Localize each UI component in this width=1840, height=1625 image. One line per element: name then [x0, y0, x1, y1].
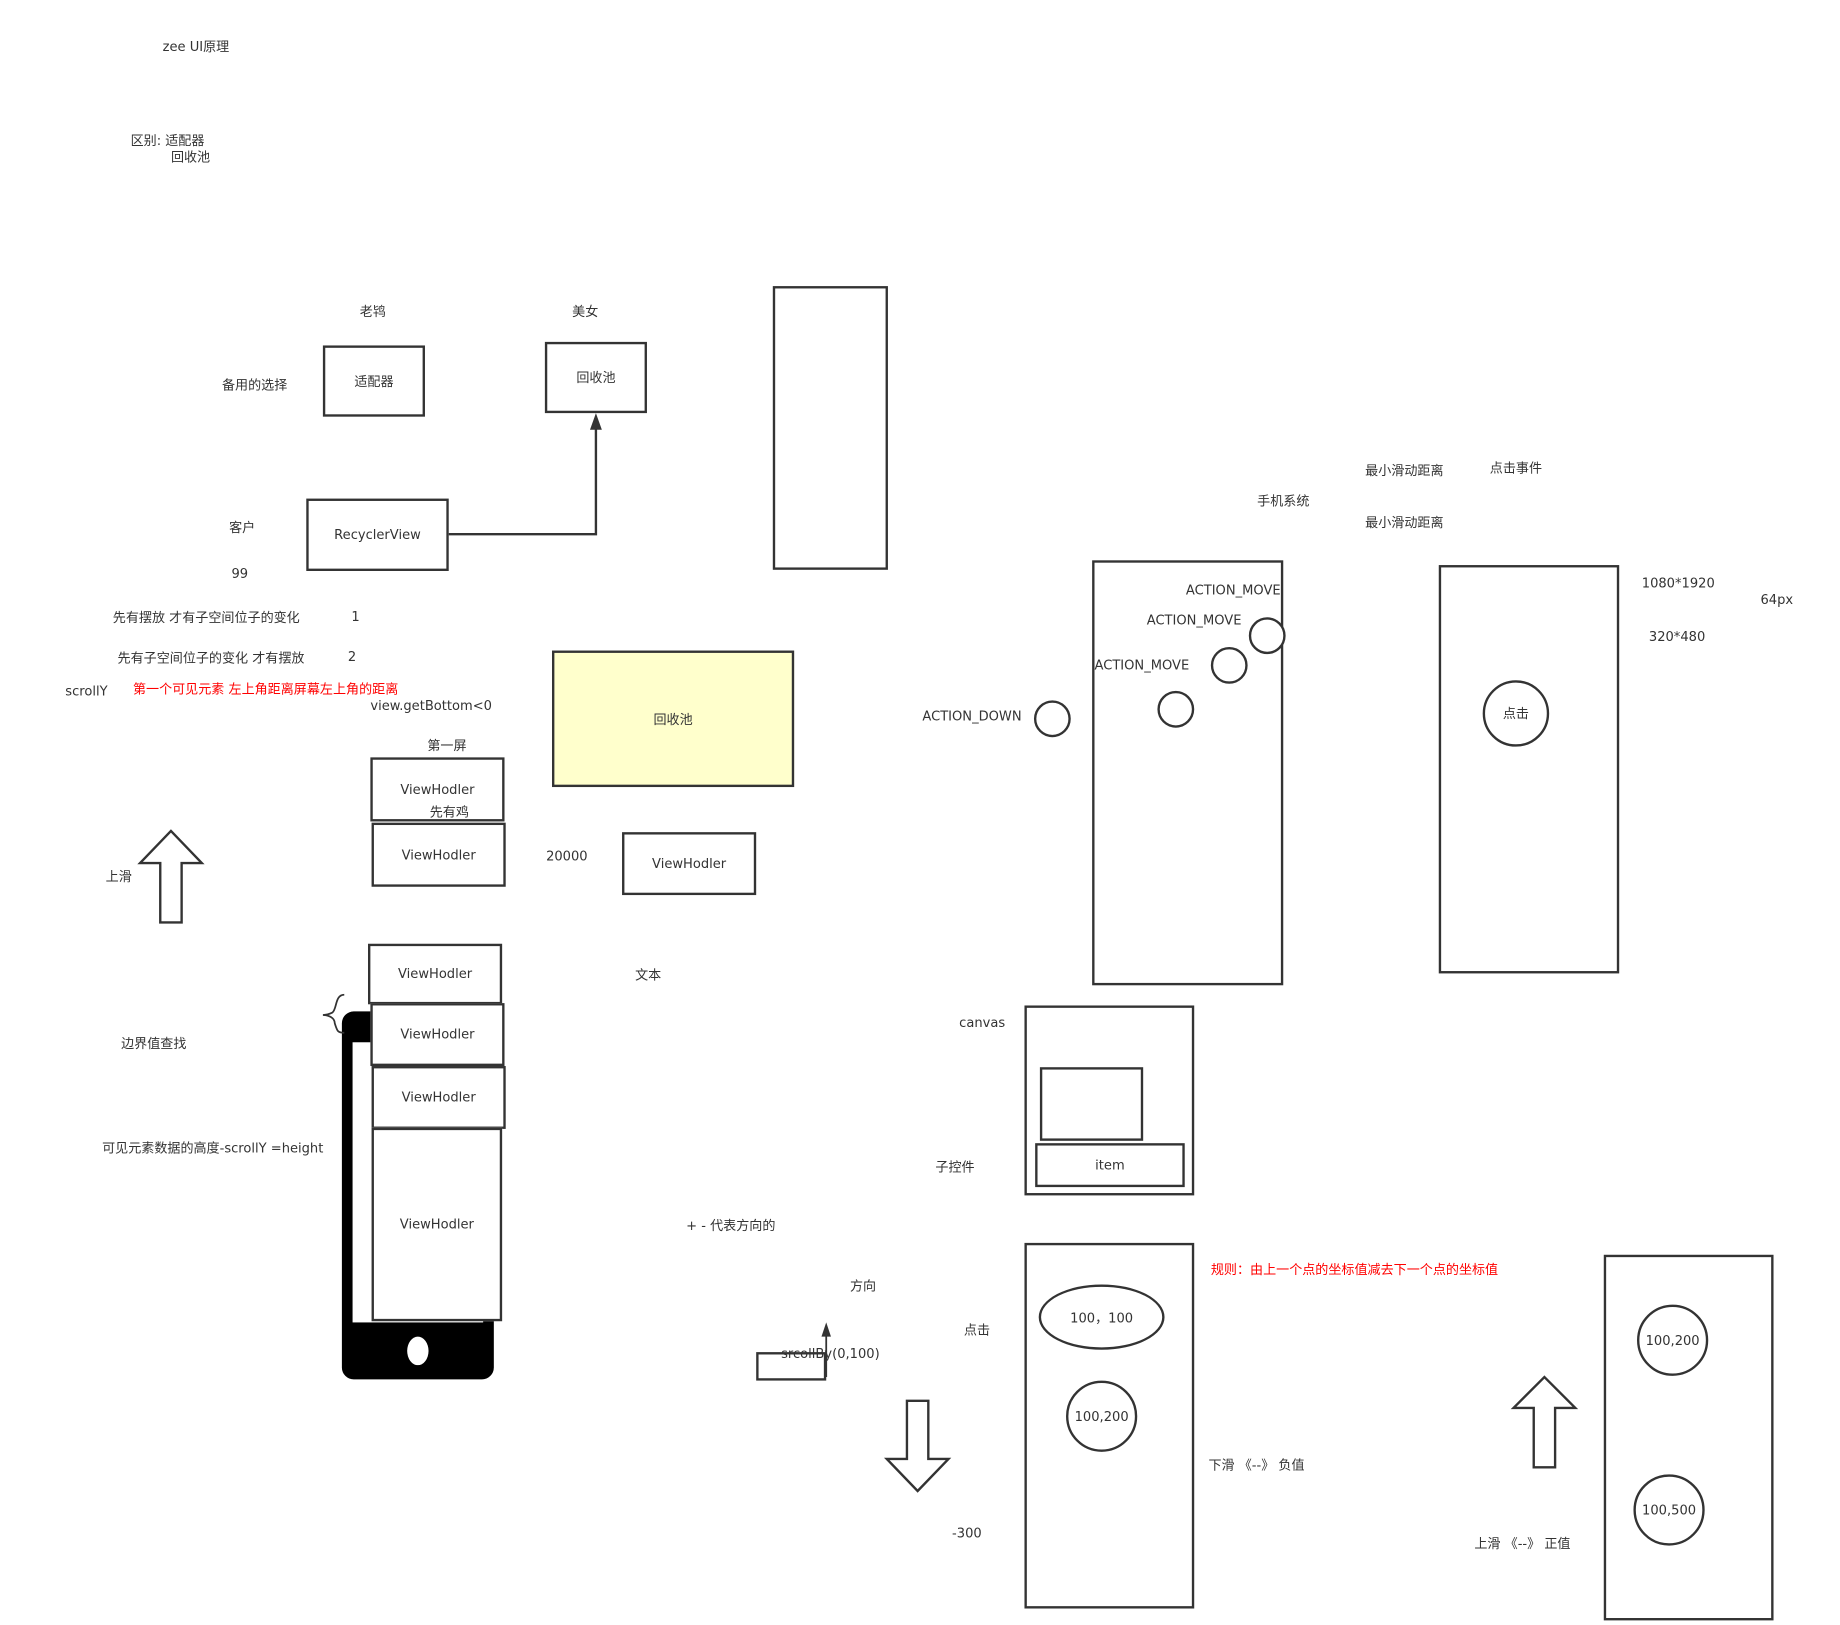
swipe-up-label: 上滑: [105, 868, 132, 885]
phone-system-label: 手机系统: [1257, 493, 1310, 510]
point-circle: 100,200: [1637, 1304, 1709, 1376]
direction-label: 方向: [849, 1278, 877, 1294]
min-slide-label: 最小滑动距离: [1365, 515, 1444, 531]
adapter-box: 适配器: [322, 345, 425, 417]
count-label: 99: [231, 566, 249, 582]
viewholder-box: ViewHodler: [368, 943, 503, 1005]
plus-minus-label: + - 代表方向的: [686, 1217, 776, 1234]
click-circle: 点击: [1482, 680, 1550, 747]
brace-icon: [322, 993, 345, 1034]
up-arrow-icon: [1510, 1375, 1579, 1469]
boundary-label: 边界值查找: [121, 1036, 187, 1052]
canvas-inner-rect: [1039, 1067, 1144, 1141]
text-label: 文本: [635, 967, 662, 983]
up-swipe-rect: [1603, 1254, 1774, 1621]
viewholder-box: ViewHodler: [371, 1066, 506, 1129]
scrolly-label: scrollY: [65, 683, 108, 700]
diff-line2: 回收池: [170, 149, 211, 166]
down-arrow-icon: [883, 1399, 952, 1493]
point-ellipse: 100，100: [1038, 1284, 1165, 1350]
action-move-label: ACTION_MOVE: [1094, 657, 1190, 674]
touch-point: [1157, 690, 1195, 728]
yellow-pool-box: 回收池: [552, 650, 795, 788]
recyclerview-box: RecyclerView: [306, 498, 449, 571]
point-circle: 100,200: [1066, 1380, 1138, 1452]
order2-text: 先有子空间位子的变化 才有摆放: [117, 650, 305, 666]
min-slide-label: 最小滑动距离: [1365, 462, 1444, 479]
getbottom-cond: view.getBottom<0: [370, 698, 492, 714]
viewholder-box: ViewHodler: [622, 832, 757, 896]
count-20000: 20000: [546, 848, 588, 865]
client-label: 客户: [229, 519, 256, 536]
action-move-label: ACTION_MOVE: [1185, 582, 1281, 599]
phone-system-rect: [1092, 560, 1284, 986]
resolution-320: 320*480: [1648, 629, 1706, 645]
viewholder-box: ViewHodler: [371, 822, 506, 887]
canvas-rect: [1024, 1005, 1195, 1196]
chicken-label: 先有鸡: [429, 804, 469, 821]
screen-rect: [1438, 565, 1620, 974]
order1-num: 1: [351, 608, 360, 625]
arrowhead-icon: [821, 1322, 831, 1337]
child-label: 子控件: [935, 1159, 975, 1176]
touch-point: [1210, 646, 1248, 684]
viewholder-box: ViewHodler: [370, 1003, 505, 1067]
scrolly-note: 第一个可见元素 左上角距离屏幕左上角的距离: [132, 681, 399, 697]
up-positive-label: 上滑 《--》 正值: [1474, 1536, 1571, 1552]
click-event-label: 点击事件: [1489, 460, 1543, 477]
point-circle: 100,500: [1633, 1474, 1705, 1546]
rule-note: 规则：由上一个点的坐标值减去下一个点的坐标值: [1210, 1261, 1499, 1278]
scrollby-rect: [756, 1352, 827, 1381]
px64-label: 64px: [1760, 592, 1794, 608]
touch-point: [1033, 700, 1071, 738]
arrowhead-icon: [589, 413, 602, 430]
first-screen-label: 第一屏: [427, 738, 467, 754]
pool-caption: 美女: [572, 303, 599, 320]
down-negative-label: 下滑 《--》 负值: [1208, 1457, 1305, 1474]
pool-box: 回收池: [544, 341, 647, 414]
order1-text: 先有摆放 才有子空间位子的变化: [112, 610, 300, 626]
height-formula: 可见元素数据的高度-scrollY =height: [102, 1140, 324, 1157]
item-box: item: [1035, 1143, 1185, 1188]
action-down-label: ACTION_DOWN: [922, 708, 1022, 725]
up-arrow-icon: [137, 829, 205, 924]
action-move-label: ACTION_MOVE: [1146, 612, 1242, 628]
canvas-label: canvas: [959, 1014, 1006, 1031]
down-swipe-rect: [1024, 1242, 1195, 1609]
recyclerview-to-pool-connector: [447, 422, 598, 536]
adapter-caption: 老鸨: [359, 303, 386, 320]
tall-rect: [772, 286, 888, 570]
backup-label: 备用的选择: [221, 377, 288, 393]
phone-home-button: [407, 1336, 429, 1366]
minus300-label: -300: [952, 1525, 982, 1541]
viewholder-box: ViewHodler: [371, 1127, 503, 1322]
touch-point: [1248, 617, 1286, 655]
click-label: 点击: [963, 1322, 991, 1338]
scrollby-label: srcollBy(0,100): [781, 1346, 880, 1362]
diff-label: 区别: 适配器: [130, 132, 205, 149]
viewholder-box: ViewHodler: [370, 757, 505, 822]
order2-num: 2: [347, 649, 357, 665]
page-title: zee UI原理: [162, 39, 230, 55]
resolution-1080: 1080*1920: [1641, 575, 1715, 592]
